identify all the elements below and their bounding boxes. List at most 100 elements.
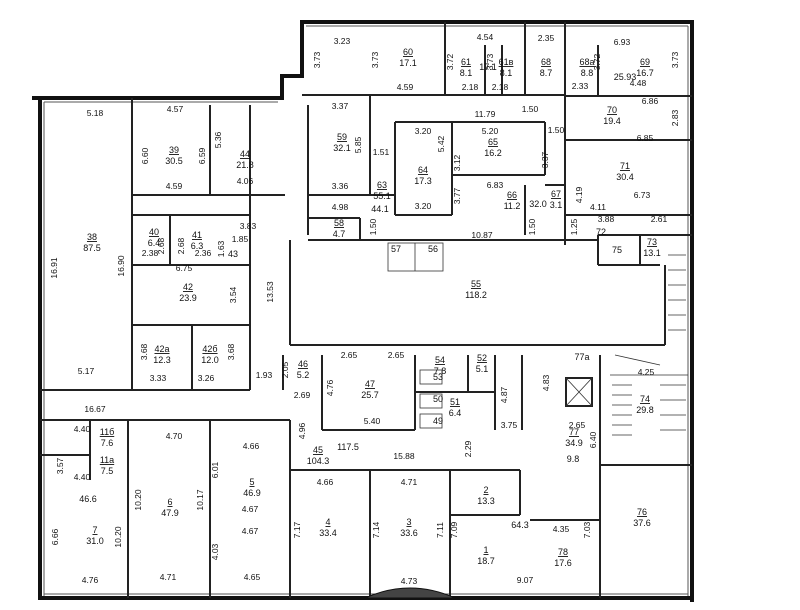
dimension-label: 2.33 bbox=[572, 81, 589, 91]
dimension-label: 2.18 bbox=[462, 82, 479, 92]
dimension-label: 3.73 bbox=[485, 53, 495, 70]
dimension-label: 4.70 bbox=[166, 431, 183, 441]
room-number: 76 bbox=[637, 507, 647, 517]
dimension-label: 4.96 bbox=[297, 422, 307, 439]
room-number: 39 bbox=[169, 145, 179, 155]
dimension-label: 3.26 bbox=[198, 373, 215, 383]
room-area: 9.8 bbox=[567, 454, 580, 464]
dimension-label: 3.57 bbox=[55, 457, 65, 474]
room-unnamed-50: 46.6 bbox=[79, 494, 97, 504]
room-number: 73 bbox=[647, 237, 657, 247]
dimension-label: 4.76 bbox=[82, 575, 99, 585]
dimension-label: 3.23 bbox=[334, 36, 351, 46]
room-area: 16.2 bbox=[484, 148, 502, 158]
room-72: 72 bbox=[596, 227, 606, 237]
dimension-label: 9.07 bbox=[517, 575, 534, 585]
room-46: 465.2 bbox=[297, 359, 310, 380]
stairs-right bbox=[610, 254, 688, 436]
room-area: 25.7 bbox=[361, 390, 379, 400]
dimension-label: 10.17 bbox=[195, 489, 205, 511]
room-number: 11а bbox=[100, 455, 114, 465]
dimension-label: 3.75 bbox=[501, 420, 518, 430]
dimension-label: 16.90 bbox=[116, 255, 126, 277]
room-number: 52 bbox=[477, 353, 487, 363]
dimension-label: 2.65 bbox=[341, 350, 358, 360]
dimension-label: 1.50 bbox=[527, 218, 537, 235]
dimension-label: 6.60 bbox=[140, 147, 150, 164]
dimension-label: 2.36 bbox=[195, 248, 212, 258]
dimension-label: 6.86 bbox=[642, 96, 659, 106]
room-53: 53 bbox=[433, 372, 443, 382]
dimension-label: 4.71 bbox=[401, 477, 418, 487]
dimension-label: 10.87 bbox=[471, 230, 493, 240]
room-area: 118.2 bbox=[465, 290, 487, 300]
room-57: 57 bbox=[391, 244, 401, 254]
room-unnamed-47: 117.5 bbox=[337, 442, 359, 452]
dimension-label: 3.12 bbox=[452, 154, 462, 171]
dimension-label: 1.85 bbox=[232, 234, 249, 244]
room-unnamed-45: 9.8 bbox=[567, 454, 580, 464]
room-number: 3 bbox=[406, 517, 411, 527]
room-area: 5.1 bbox=[476, 364, 489, 374]
dimension-label: 4.59 bbox=[397, 82, 414, 92]
dimension-label: 7.14 bbox=[371, 521, 381, 538]
room-40: 406.4 bbox=[148, 227, 161, 248]
dimension-label: 3.68 bbox=[226, 343, 236, 360]
room-number: 77а bbox=[574, 352, 589, 362]
room-number: 44 bbox=[240, 149, 250, 159]
room-50: 50 bbox=[433, 394, 443, 404]
dimension-label: 4.03 bbox=[210, 543, 220, 560]
room-77а: 77а bbox=[574, 352, 589, 362]
room-number: 1 bbox=[483, 545, 488, 555]
room-3: 333.6 bbox=[400, 517, 418, 538]
dimension-label: 4.06 bbox=[237, 176, 254, 186]
room-number: 60 bbox=[403, 47, 413, 57]
dimension-label: 4.83 bbox=[541, 374, 551, 391]
room-area: 32.1 bbox=[333, 143, 351, 153]
room-area: 19.4 bbox=[603, 116, 621, 126]
room-area: 11.2 bbox=[504, 201, 521, 211]
room-area: 7.6 bbox=[101, 438, 114, 448]
dimension-label: 5.17 bbox=[78, 366, 95, 376]
dimension-label: 4.54 bbox=[477, 32, 494, 42]
room-area: 16.7 bbox=[636, 68, 654, 78]
room-number: 11б bbox=[100, 427, 115, 437]
room-area: 23.9 bbox=[179, 293, 197, 303]
room-area: 33.6 bbox=[400, 528, 418, 538]
dimension-label: 6.75 bbox=[176, 263, 193, 273]
room-area: 17.6 bbox=[554, 558, 572, 568]
room-area: 6.3 bbox=[191, 241, 204, 251]
room-area: 17.1 bbox=[399, 58, 417, 68]
dimension-label: 6.93 bbox=[614, 37, 631, 47]
room-5: 546.9 bbox=[243, 477, 261, 498]
dimension-label: 4.59 bbox=[166, 181, 183, 191]
dimension-label: 2.65 bbox=[388, 350, 405, 360]
room-number: 78 bbox=[558, 547, 568, 557]
dimension-label: 3.72 bbox=[445, 53, 455, 70]
room-area: 33.4 bbox=[319, 528, 337, 538]
room-number: 56 bbox=[428, 244, 438, 254]
dimension-label: 1.50 bbox=[548, 125, 565, 135]
dimension-label: 4.87 bbox=[499, 386, 509, 403]
room-area: 21.8 bbox=[236, 160, 254, 170]
room-area: 8.7 bbox=[540, 68, 553, 78]
dimension-label: 1.93 bbox=[256, 370, 273, 380]
room-area: 12.0 bbox=[201, 355, 219, 365]
room-area: 8.8 bbox=[581, 68, 594, 78]
room-area: 104.3 bbox=[307, 456, 330, 466]
dimension-label: 7.11 bbox=[435, 522, 445, 538]
room-area: 31.0 bbox=[86, 536, 104, 546]
dimension-label: 1.25 bbox=[569, 218, 579, 235]
